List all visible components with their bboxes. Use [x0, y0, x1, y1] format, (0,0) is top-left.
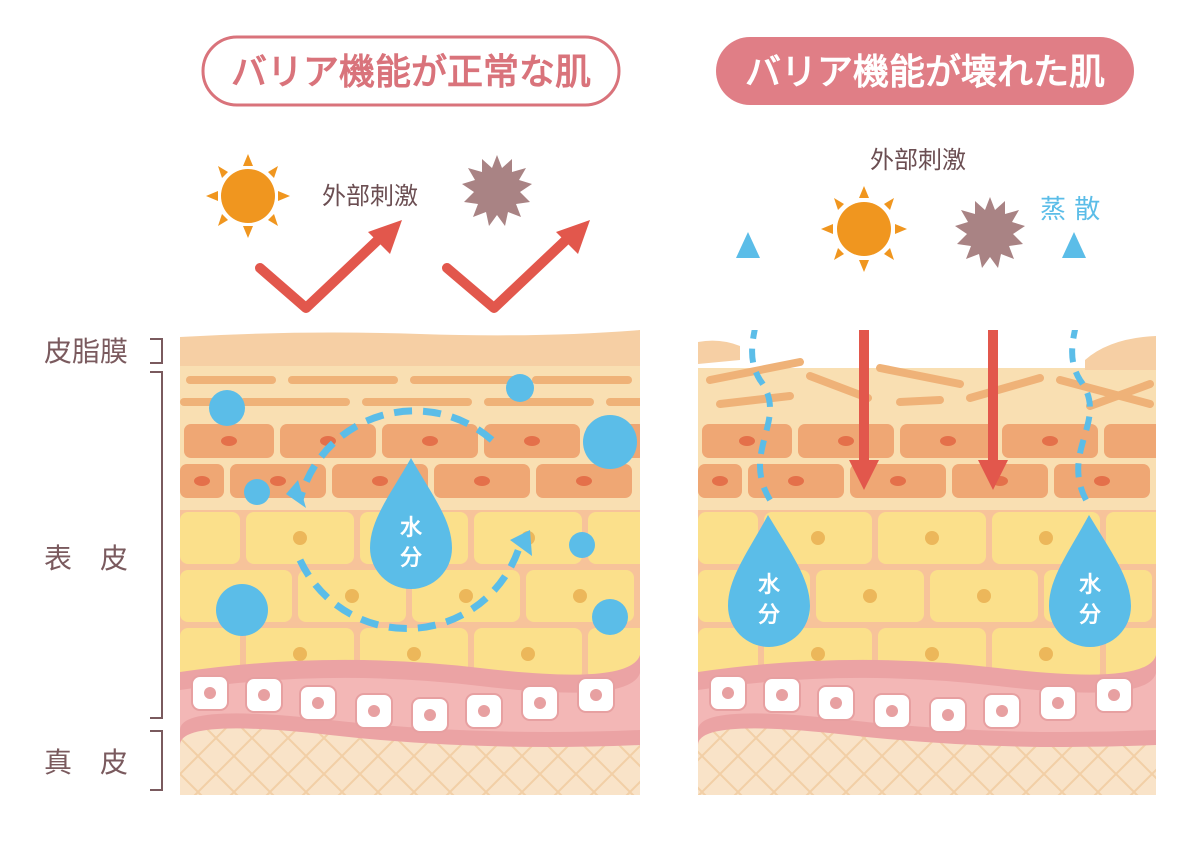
left-drop-label-2: 分 [400, 546, 422, 571]
left-reflect-arrows [255, 233, 573, 313]
left-sun-icon [206, 154, 290, 238]
right-sebum-fragment-2 [1085, 336, 1156, 370]
right-drop1-label-1: 水 [758, 573, 781, 598]
right-sun-icon [821, 186, 907, 272]
left-title: バリア機能が正常な肌 [231, 52, 591, 93]
basal-cells [191, 675, 615, 733]
evaporation-paths [749, 330, 1093, 502]
penetrate-arrowhead-2 [978, 460, 1008, 490]
left-arrowhead-2 [556, 220, 590, 254]
cycle-arrowhead-left [286, 480, 306, 508]
right-title-badge: バリア機能が壊れた肌 [716, 37, 1134, 105]
epidermis-label: 表 皮 [44, 542, 128, 575]
left-stimulus-label: 外部刺激 [322, 182, 418, 210]
evaporation-arrowhead-2 [1062, 232, 1086, 258]
right-water-drop-1: 水 分 [728, 515, 810, 647]
layer-labels: 皮脂膜 表 皮 真 皮 [44, 335, 163, 791]
penetrate-arrowhead-1 [849, 460, 879, 490]
right-basal-cells [709, 675, 1133, 733]
moisture-droplets [209, 374, 637, 636]
left-drop-label-1: 水 [400, 516, 423, 541]
sebum-film [180, 330, 640, 366]
left-title-badge: バリア機能が正常な肌 [201, 35, 621, 107]
left-skin-section [180, 330, 640, 795]
sebum-label: 皮脂膜 [44, 335, 128, 368]
evaporation-label: 蒸 散 [1040, 195, 1100, 225]
sebum-bracket [150, 338, 163, 364]
left-germ-icon [462, 155, 532, 226]
cycle-arrowhead-right [510, 530, 532, 556]
right-drop1-label-2: 分 [758, 603, 780, 628]
right-drop2-label-1: 水 [1079, 573, 1102, 598]
right-stimulus-label: 外部刺激 [870, 146, 966, 174]
left-arrowhead-1 [368, 220, 402, 254]
right-broken-flakes [706, 358, 1154, 410]
corneum-flakes [180, 376, 640, 406]
right-water-drop-2: 水 分 [1049, 515, 1131, 647]
right-title: バリア機能が壊れた肌 [745, 52, 1105, 93]
left-water-drop: 水 分 [370, 458, 452, 589]
moisture-cycle-arrows [296, 407, 524, 633]
penetrating-arrows [859, 330, 998, 462]
epidermis-bracket [150, 371, 163, 719]
evaporation-arrowhead-1 [736, 232, 760, 258]
dermis-label: 真 皮 [44, 746, 128, 779]
right-sebum-fragment-1 [698, 340, 740, 364]
right-germ-icon [955, 197, 1025, 268]
dermis-bracket [150, 730, 163, 791]
right-drop2-label-2: 分 [1079, 603, 1101, 628]
granular-nuclei [194, 436, 592, 486]
